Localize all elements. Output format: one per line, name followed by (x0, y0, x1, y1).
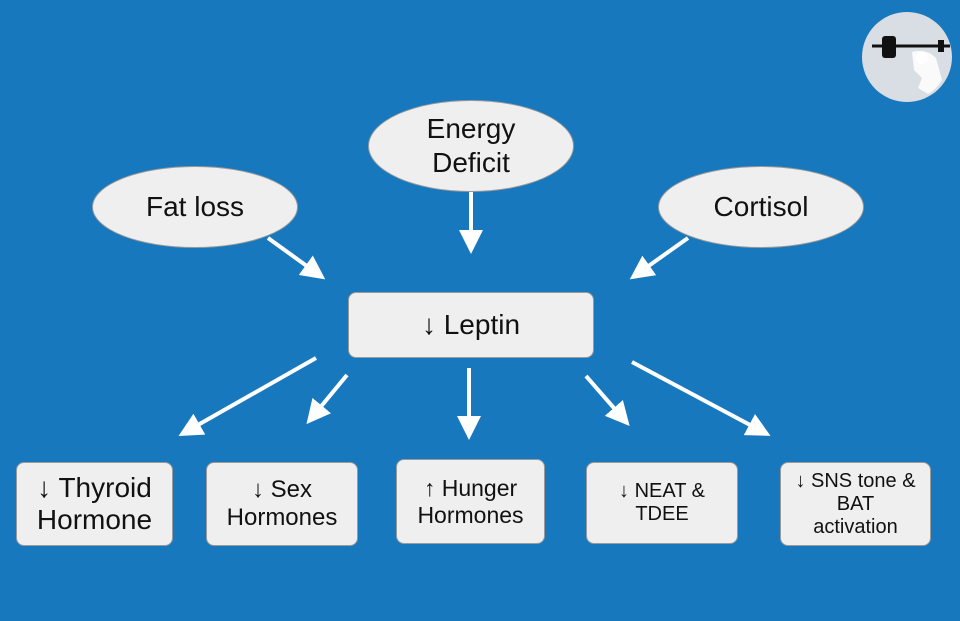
cause-fat-loss: Fat loss (92, 166, 298, 248)
thyroid-label: ↓ Thyroid Hormone (36, 471, 153, 535)
effect-sns-bat: ↓ SNS tone & BAT activation (780, 462, 931, 546)
leptin-node: ↓ Leptin (348, 292, 594, 358)
energy-deficit-label: Energy Deficit (426, 113, 516, 178)
cortisol-label: Cortisol (713, 191, 809, 222)
fat-loss-label: Fat loss (145, 191, 245, 222)
arrow-cortisol-to-leptin (629, 236, 690, 280)
effect-neat-tdee: ↓ NEAT & TDEE (586, 462, 738, 544)
effect-thyroid-hormone: ↓ Thyroid Hormone (16, 462, 173, 546)
arrow-fatloss-to-leptin (266, 236, 326, 280)
neat-label: ↓ NEAT & TDEE (619, 480, 705, 525)
weightlifter-icon (872, 36, 950, 94)
arrow-leptin-to-sns (631, 360, 771, 436)
effect-sex-hormones: ↓ Sex Hormones (206, 462, 358, 546)
logo-badge (862, 12, 952, 102)
sns-label: ↓ SNS tone & BAT activation (795, 469, 916, 538)
arrow-leptin-to-thyroid (178, 356, 317, 436)
arrow-leptin-to-sex (306, 373, 349, 425)
sex-label: ↓ Sex Hormones (226, 476, 338, 531)
hunger-label: ↑ Hunger Hormones (417, 475, 524, 528)
leptin-label: ↓ Leptin (421, 308, 521, 340)
cause-cortisol: Cortisol (658, 166, 864, 248)
arrow-leptin-to-neat (584, 374, 630, 427)
cause-energy-deficit: Energy Deficit (368, 100, 574, 192)
effect-hunger-hormones: ↑ Hunger Hormones (396, 459, 545, 544)
